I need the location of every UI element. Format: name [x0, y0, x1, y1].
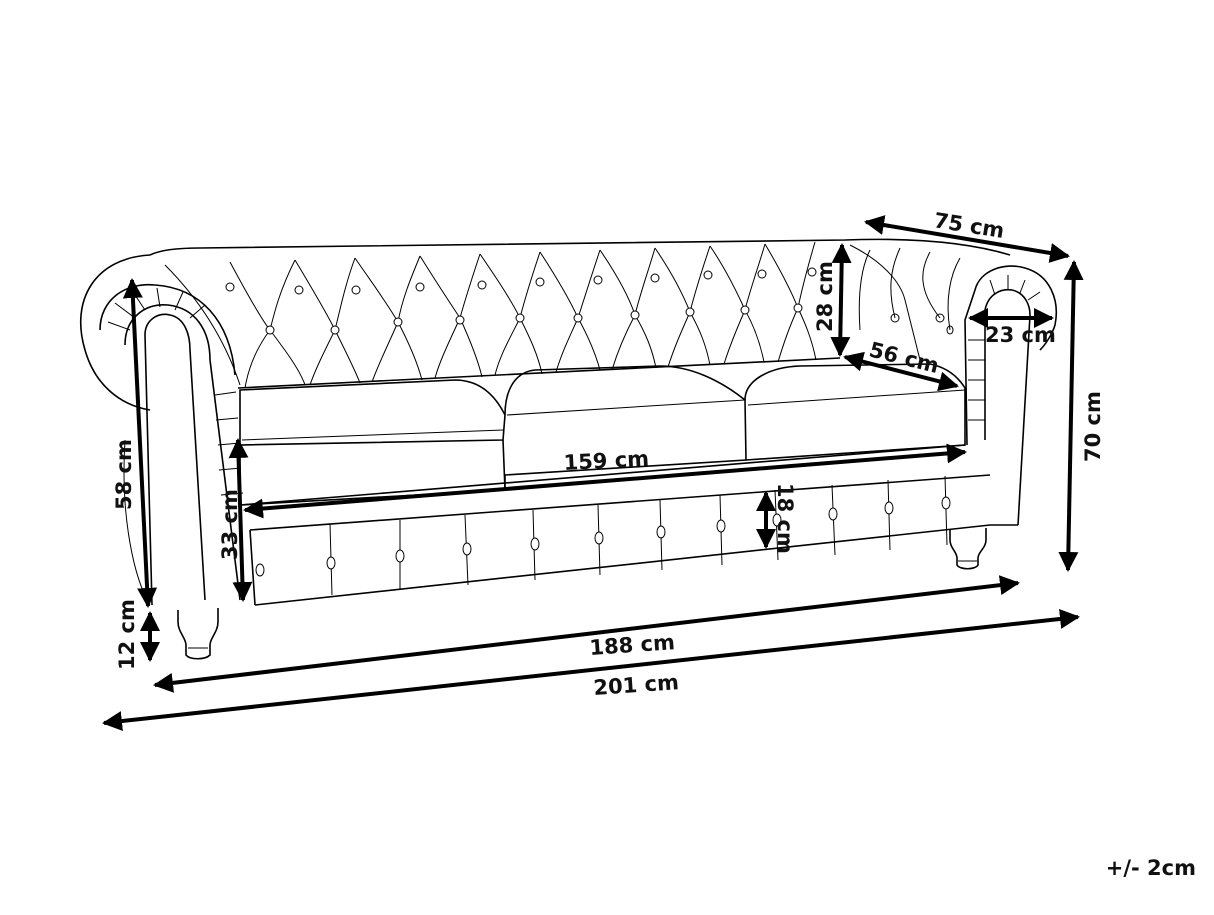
tolerance-note: +/- 2cm: [1105, 856, 1196, 880]
total-height-arrow: [1058, 260, 1084, 572]
dimension-arrows: [102, 215, 1084, 731]
arm-height-arrow: [122, 278, 158, 608]
seat-height-arrow: [228, 438, 253, 602]
total-height-label: 70 cm: [1081, 391, 1105, 462]
arm-height-label: 58 cm: [112, 439, 136, 510]
leg-height-label: 12 cm: [115, 599, 139, 670]
total-width-label: 201 cm: [593, 670, 680, 700]
seat-height-label: 33 cm: [218, 489, 242, 560]
inner-width-label: 188 cm: [589, 630, 676, 660]
seat-depth-arrow: [843, 351, 959, 392]
armrest-width-label: 23 cm: [985, 323, 1056, 347]
dimension-labels: 75 cm 28 cm 23 cm 56 cm 70 cm 58 cm 33 c…: [112, 208, 1105, 700]
base-height-label: 18 cm: [773, 483, 797, 554]
backrest-height-arrow: [830, 243, 852, 357]
total-width-arrow: [102, 609, 1080, 731]
seat-width-label: 159 cm: [563, 447, 650, 475]
depth-arrow: [864, 215, 1070, 263]
seat-width-arrow: [243, 443, 967, 519]
backrest-height-label: 28 cm: [813, 261, 837, 332]
